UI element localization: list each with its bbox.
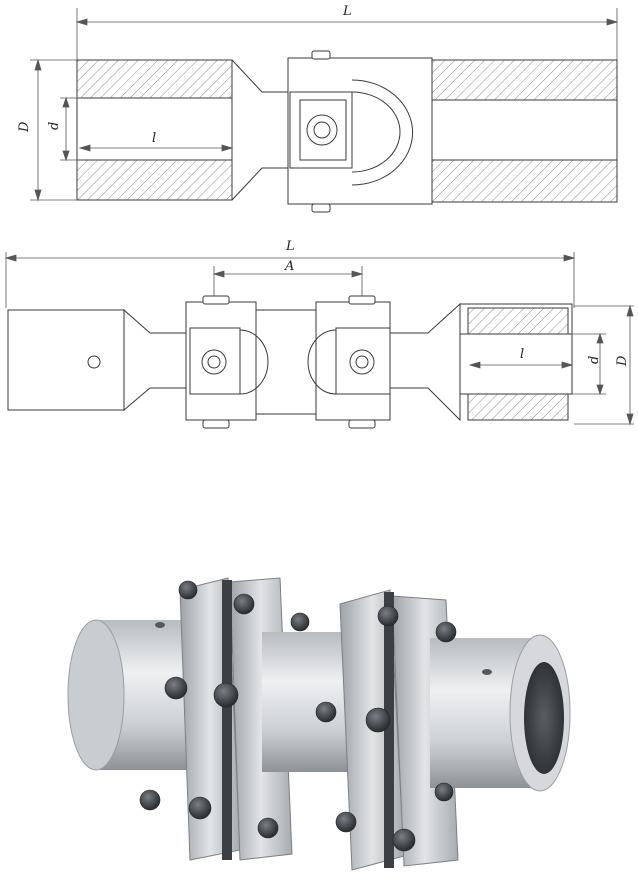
bolt-icon [139, 789, 161, 811]
label-l: l [152, 131, 156, 146]
right-hub-3d [430, 634, 571, 792]
right-hub-taper [389, 302, 461, 422]
label-L: L [342, 4, 352, 19]
label-A: A [284, 259, 294, 274]
bolt-icon [435, 621, 457, 643]
dimension-l-right [468, 361, 574, 369]
left-joint [185, 295, 269, 429]
double-universal-joint-drawing: L A [4, 239, 634, 429]
bolt-icon [213, 682, 239, 708]
right-hub-section [431, 59, 618, 203]
bolt-icon [365, 707, 391, 733]
bolt-icon [188, 796, 212, 820]
dimension-l-bore [78, 144, 234, 152]
bolt-icon [315, 701, 337, 723]
bolt-icon [257, 817, 279, 839]
bolt-icon [335, 811, 357, 833]
label-d: d [47, 122, 62, 130]
bolt-icon [164, 676, 188, 700]
dimension-L-bottom [4, 252, 576, 308]
left-hub-section [76, 59, 290, 201]
joint-yoke-center [287, 50, 433, 213]
right-hub-section-2 [459, 303, 573, 421]
disc-coupling-render [67, 577, 571, 871]
label-D: D [17, 121, 32, 133]
dimension-d-left [60, 96, 82, 162]
label-L-2: L [285, 239, 295, 254]
left-hub-exterior [7, 308, 191, 412]
label-l-2: l [520, 347, 524, 362]
single-universal-joint-drawing: L l D d [17, 4, 619, 213]
bolt-icon [233, 593, 255, 615]
dimension-D-left [30, 58, 77, 202]
right-joint [307, 295, 391, 429]
bolts [139, 580, 457, 852]
label-D-2: D [615, 355, 630, 367]
dimension-D-right [574, 304, 634, 426]
bolt-icon [377, 605, 399, 627]
dimension-L-top [75, 8, 619, 62]
dimension-d-right [572, 332, 606, 396]
bolt-icon [290, 612, 310, 632]
bolt-icon [434, 782, 454, 802]
bolt-icon [178, 580, 198, 600]
center-shaft [256, 309, 320, 415]
label-d-2: d [587, 356, 602, 364]
bolt-icon [392, 828, 416, 852]
